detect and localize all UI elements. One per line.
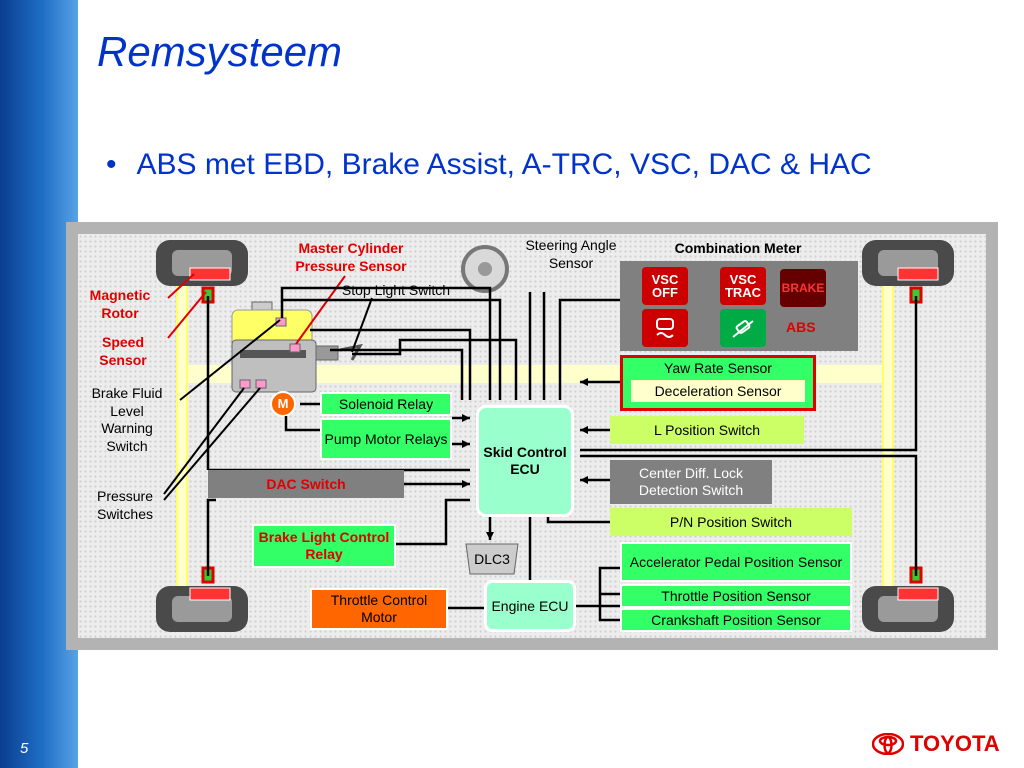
dac-switch-box: DAC Switch [208,470,404,498]
steering-wheel [461,245,509,293]
deceleration-sensor-box: Deceleration Sensor [631,380,805,402]
bullet-point: • ABS met EBD, Brake Assist, A-TRC, VSC, … [106,148,872,182]
vsc-trac-indicator: VSC TRAC [720,267,766,305]
pump-motor-symbol: M [277,396,289,411]
crankshaft-position-sensor-box: Crankshaft Position Sensor [620,608,852,632]
yaw-rate-sensor-label: Yaw Rate Sensor [664,360,772,376]
wheel-front-right [862,240,954,286]
combination-meter-label: Combination Meter [674,240,802,256]
steering-angle-sensor-label: Steering Angle Sensor [525,237,617,271]
brake-fluid-switch-label: Brake Fluid Level Warning Switch [91,385,163,454]
combination-meter-panel: VSC OFF VSC TRAC BRAKE ABS [620,261,858,351]
toyota-logo-text: TOYOTA [910,731,1000,756]
center-diff-lock-box: Center Diff. Lock Detection Switch [610,460,772,504]
vehicle-frame-edges [176,270,894,600]
abs-indicator: ABS [786,319,816,335]
wheel-rear-left [156,586,248,632]
black-leader-lines [163,297,373,501]
throttle-position-sensor-box: Throttle Position Sensor [620,584,852,608]
slide-title: Remsysteem [97,28,343,75]
pressure-switches-label: Pressure Switches [96,488,154,522]
wheel-front-left [156,240,248,286]
pn-position-switch-box: P/N Position Switch [610,508,852,536]
brake-indicator: BRAKE [780,269,826,307]
arrowheads [462,378,588,540]
brake-pedal [339,343,363,361]
bullet-text: ABS met EBD, Brake Assist, A-TRC, VSC, D… [136,148,872,181]
brake-actuator [231,301,339,393]
dlc3-label: DLC3 [474,550,510,567]
toyota-emblem-icon [872,733,904,755]
vsc-off-indicator: VSC OFF [642,267,688,305]
l-position-switch-box: L Position Switch [610,416,804,444]
wheel-rear-right [862,586,954,632]
dlc3-connector [465,543,519,575]
skid-warning-icon [642,309,688,347]
bullet-dot: • [106,148,117,181]
solenoid-relay-box: Solenoid Relay [320,392,452,416]
master-cylinder-sensor-label: Master Cylinder Pressure Sensor [295,240,407,274]
yaw-rate-sensor-box: Yaw Rate Sensor Deceleration Sensor [620,355,816,411]
accelerator-pedal-sensor-box: Accelerator Pedal Position Sensor [620,542,852,582]
stop-light-switch-label: Stop Light Switch [341,282,451,298]
pump-motor [270,391,296,417]
toyota-logo: TOYOTA [872,731,1000,757]
throttle-control-motor-box: Throttle Control Motor [310,588,448,630]
brake-light-relay-box: Brake Light Control Relay [252,524,396,568]
speed-sensor-label: Speed Sensor [99,334,147,368]
engine-ecu: Engine ECU [484,580,576,632]
left-decorative-bar [0,0,78,768]
page-number: 5 [20,740,29,757]
dac-indicator-icon [720,309,766,347]
pump-motor-relays-box: Pump Motor Relays [320,418,452,460]
skid-control-ecu: Skid Control ECU [476,405,574,517]
magnetic-rotor-label: Magnetic Rotor [89,287,151,321]
